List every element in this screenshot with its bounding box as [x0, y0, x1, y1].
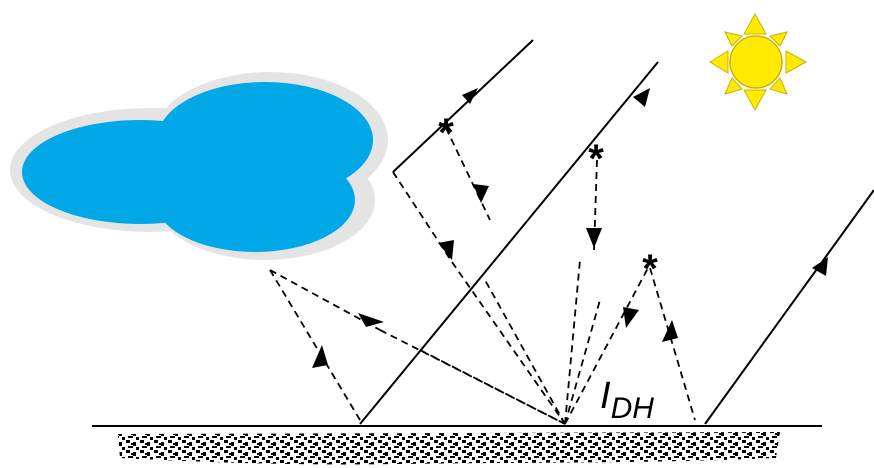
sun-icon [710, 14, 806, 110]
direct-ray-1 [393, 40, 533, 172]
diffuse-ray-a [446, 128, 490, 220]
diffuse-ray-e2 [380, 330, 565, 424]
diffuse-horizontal-irradiance-label: IDH [600, 375, 654, 425]
scatter-markers: * * * [438, 111, 658, 291]
ground-surface [92, 426, 822, 465]
fan-ray-3 [485, 280, 565, 424]
scatter-marker-1: * [438, 111, 454, 155]
label-main: I [600, 375, 611, 417]
cloud-icon [10, 72, 388, 260]
label-subscript: DH [611, 392, 655, 425]
direct-ray-2 [360, 62, 658, 424]
diffuse-ray-d [270, 270, 360, 420]
direct-ray-3 [705, 190, 874, 424]
diffuse-ray-b2 [452, 262, 565, 424]
ground-texture [118, 432, 780, 465]
direct-rays [360, 40, 874, 424]
